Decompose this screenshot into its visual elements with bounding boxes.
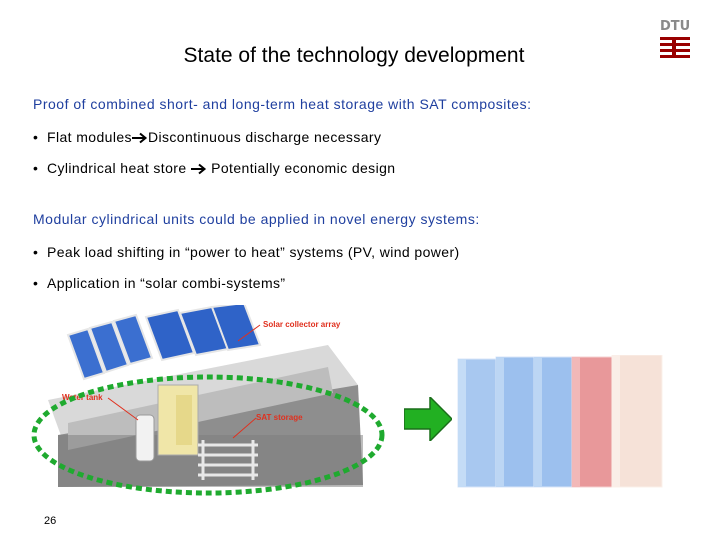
- highlight-ellipse: [31, 374, 385, 496]
- module-units: [457, 355, 663, 488]
- solar-collectors: [66, 305, 262, 381]
- bullet-cylindrical-store: •Cylindrical heat store Potentially econ…: [33, 160, 396, 176]
- dtu-logo-text: DTU: [660, 19, 691, 34]
- arrow-right-icon: [190, 163, 206, 175]
- bullet-text: Discontinuous discharge necessary: [147, 129, 382, 145]
- dtu-logo-icon: [660, 37, 690, 58]
- dtu-logo: DTU: [660, 20, 690, 66]
- module-unit: [611, 355, 663, 488]
- bullet-text: Potentially economic design: [211, 160, 396, 176]
- arrow-right-icon: [131, 132, 148, 144]
- bullet-text: Cylindrical heat store: [47, 160, 191, 176]
- storage-room-door: [176, 395, 192, 445]
- bullet-text: Application in “solar combi-systems”: [47, 275, 286, 291]
- bullet-text: Peak load shifting in “power to heat” sy…: [47, 244, 460, 260]
- sat-storage-rack: [198, 440, 258, 480]
- label-sat-storage: SAT storage: [256, 413, 303, 422]
- section2-heading: Modular cylindrical units could be appli…: [33, 211, 480, 227]
- section1-heading: Proof of combined short- and long-term h…: [33, 96, 532, 112]
- storage-modules-illustration: [457, 355, 663, 488]
- water-tank: [135, 414, 155, 462]
- solar-system-illustration: Solar collector array Water tank SAT sto…: [31, 305, 385, 496]
- bullet-solar-combi: •Application in “solar combi-systems”: [33, 275, 286, 291]
- page-number: 26: [44, 515, 57, 527]
- bullet-text: Flat modules: [47, 129, 132, 145]
- bullet-peak-load: •Peak load shifting in “power to heat” s…: [33, 244, 460, 260]
- slide-title: State of the technology development: [183, 44, 525, 67]
- building-back-wall: [68, 367, 333, 450]
- green-arrow-icon: [404, 397, 452, 441]
- label-water-tank: Water tank: [62, 393, 103, 402]
- label-solar-collector-array: Solar collector array: [263, 320, 341, 329]
